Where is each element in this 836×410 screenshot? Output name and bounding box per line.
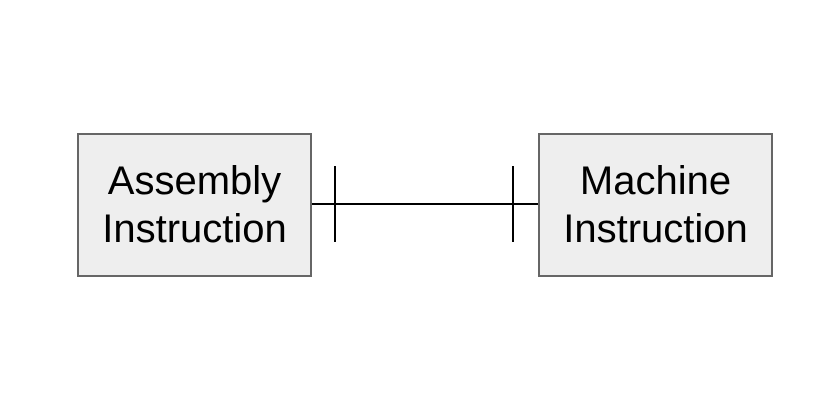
node-label-machine-instruction: Machine Instruction xyxy=(563,159,748,251)
connector-line xyxy=(312,203,538,205)
one-tick-icon-left xyxy=(334,166,336,242)
one-tick-icon-right xyxy=(512,166,514,242)
node-assembly-instruction: Assembly Instruction xyxy=(77,133,312,277)
node-label-assembly-instruction: Assembly Instruction xyxy=(102,159,287,251)
node-machine-instruction: Machine Instruction xyxy=(538,133,773,277)
